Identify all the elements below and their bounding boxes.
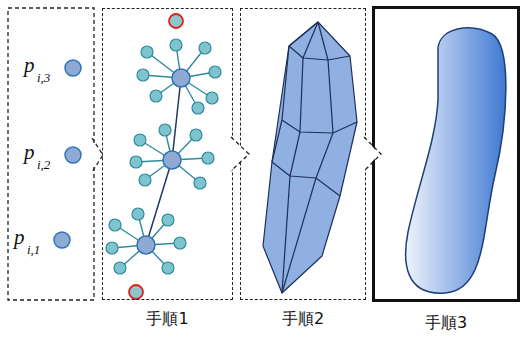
input-panel [8, 8, 94, 300]
point-symbol: p [24, 140, 35, 165]
point-symbol: p [24, 53, 35, 78]
step-label: 手順1 [103, 309, 232, 330]
point-symbol: p [14, 225, 25, 250]
point-subscript: i,2 [37, 157, 50, 173]
smooth-surface [406, 28, 506, 293]
polyhedron [263, 22, 357, 293]
step-panel: 手順1 [102, 8, 233, 300]
step-label: 手順2 [241, 309, 365, 330]
neighbor-graph [106, 14, 221, 299]
step-panel: 手順3 [372, 6, 520, 302]
point-subscript: i,1 [27, 242, 40, 258]
step-panel: 手順2 [240, 8, 366, 300]
point-subscript: i,3 [37, 70, 50, 86]
input-point [54, 60, 81, 248]
step-label: 手順3 [375, 313, 517, 334]
